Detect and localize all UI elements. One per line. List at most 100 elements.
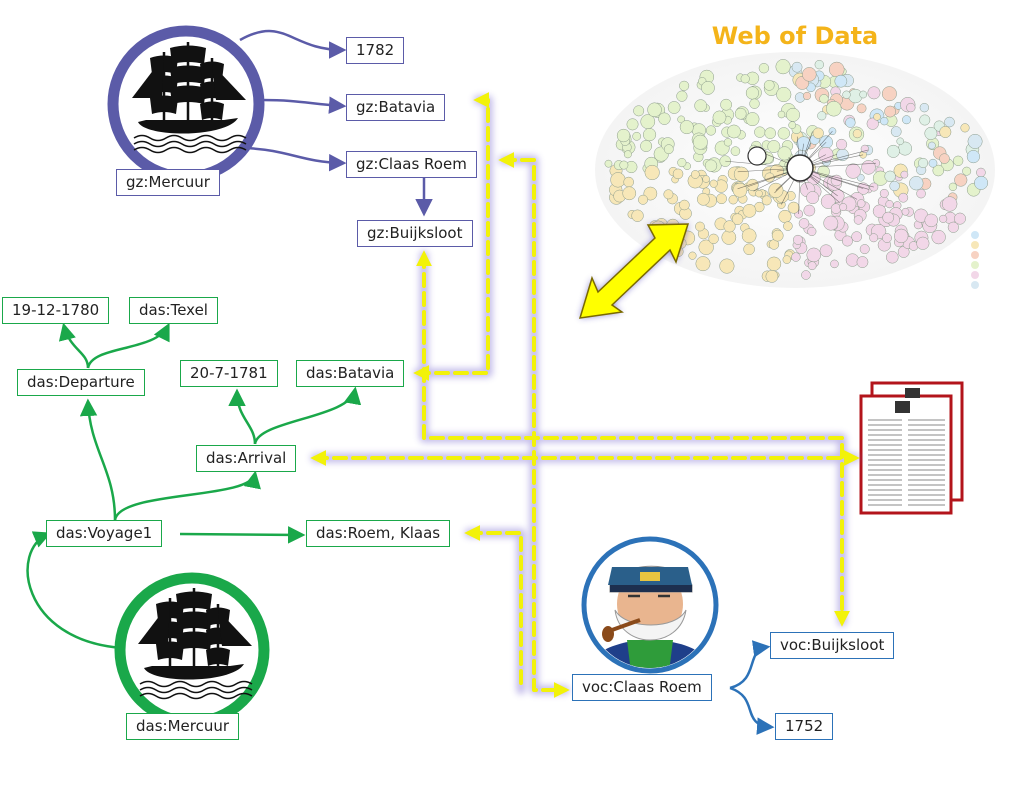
das-arrival-date-node[interactable]: 20-7-1781 (180, 360, 278, 387)
gz-edges (239, 29, 433, 217)
cloud-dataset-node (826, 100, 842, 117)
cloud-dataset-node (786, 107, 800, 122)
cloud-dataset-node (885, 200, 894, 209)
cloud-dataset-node (663, 144, 674, 155)
gz-year-node[interactable]: 1782 (346, 37, 405, 64)
cloud-dataset-node (812, 127, 824, 139)
cloud-dataset-node (771, 229, 784, 242)
cloud-dataset-node (924, 126, 938, 140)
link-das-roem-voc-claas-roem (464, 525, 523, 692)
newspaper-icon (859, 381, 964, 515)
cloud-dataset-node (777, 110, 786, 119)
das-ship-label[interactable]: das:Mercuur (126, 713, 240, 740)
cloud-dataset-node (720, 98, 732, 111)
cloud-dataset-node (679, 80, 690, 91)
cloud-dataset-node (823, 215, 839, 231)
voc-buijksloot-node[interactable]: voc:Buijksloot (770, 632, 895, 659)
cloud-dataset-node (640, 140, 653, 152)
cloud-dataset-node (974, 175, 989, 190)
cloud-dataset-node (787, 201, 800, 214)
cloud-dataset-node (623, 176, 634, 188)
cloud-dataset-node (886, 250, 899, 264)
cloud-dataset-node (820, 194, 836, 209)
cloud-dataset-node (733, 166, 749, 182)
cloud-dataset-node (755, 189, 763, 198)
cloud-dataset-node (763, 79, 775, 91)
das-ship-icon (114, 572, 270, 728)
cloud-dataset-node (836, 138, 848, 150)
cloud-dataset-node (692, 134, 708, 150)
cloud-dataset-node (869, 233, 879, 243)
cloud-dataset-node (896, 137, 904, 146)
cloud-dataset-node (775, 59, 791, 75)
gz-ship-label[interactable]: gz:Mercuur (116, 169, 220, 196)
cloud-dataset-node (667, 101, 681, 114)
cloud-dataset-node (731, 213, 744, 225)
cloud-dataset-node (939, 214, 948, 223)
cloud-dataset-node (932, 164, 945, 177)
gz-claas-roem-node[interactable]: gz:Claas Roem (346, 151, 477, 178)
cloud-dataset-node (672, 168, 684, 180)
cloud-dataset-node (819, 244, 833, 258)
gz-batavia-node[interactable]: gz:Batavia (346, 94, 446, 121)
cloud-dataset-node (727, 124, 741, 139)
cloud-dataset-node (919, 114, 931, 126)
gz-buijksloot-node[interactable]: gz:Buijksloot (357, 220, 473, 247)
cloud-dataset-node (919, 102, 930, 113)
cloud-dataset-node (872, 204, 887, 218)
cloud-dataset-node (901, 207, 910, 216)
cloud-dataset-node (834, 74, 848, 88)
cloud-dataset-node (829, 61, 845, 78)
cloud-dataset-node (845, 253, 860, 267)
cloud-dataset-node (882, 211, 895, 224)
captain-icon (581, 536, 719, 674)
cloud-dataset-node (749, 98, 760, 109)
cloud-dataset-node (830, 259, 839, 269)
cloud-dataset-node (782, 255, 792, 264)
cloud-dataset-node (806, 191, 820, 205)
cloud-dataset-node (960, 123, 970, 133)
lod-cloud-icon (595, 52, 995, 289)
cloud-dataset-node (906, 102, 916, 113)
das-roem-klaas-node[interactable]: das:Roem, Klaas (306, 520, 451, 547)
cloud-dataset-node (791, 252, 801, 262)
cloud-dataset-node (679, 120, 694, 135)
diagram-title: Web of Data (712, 22, 879, 50)
cloud-dataset-node (880, 117, 889, 126)
das-texel-node[interactable]: das:Texel (129, 297, 218, 324)
cloud-dataset-node (767, 140, 781, 153)
cloud-dataset-node (954, 212, 966, 225)
das-voyage-node[interactable]: das:Voyage1 (46, 520, 163, 547)
cloud-dataset-node (928, 141, 936, 150)
cloud-dataset-node (898, 192, 909, 203)
cloud-dataset-node (728, 195, 738, 205)
cloud-dataset-node (758, 63, 770, 74)
cloud-dataset-node (694, 99, 708, 113)
cloud-dataset-node (806, 247, 822, 263)
cloud-dataset-node (853, 215, 864, 225)
cloud-dataset-node (623, 150, 632, 159)
cloud-dataset-node (928, 158, 938, 168)
cloud-dataset-node (860, 144, 870, 154)
das-edges (26, 322, 362, 650)
gz-ship-icon (107, 25, 265, 183)
cloud-dataset-node (702, 175, 710, 183)
cloud-dataset-node (793, 234, 803, 245)
cloud-dataset-node (777, 127, 790, 140)
cloud-dataset-node (742, 203, 757, 218)
voc-claas-roem-node[interactable]: voc:Claas Roem (572, 674, 712, 701)
das-departure-node[interactable]: das:Departure (17, 369, 145, 396)
cloud-dataset-node (817, 111, 827, 121)
cloud-dataset-node (695, 256, 711, 272)
voc-year-node[interactable]: 1752 (775, 713, 834, 740)
cloud-dataset-node (647, 102, 662, 118)
cloud-dataset-node (619, 160, 629, 170)
das-departure-date-node[interactable]: 19-12-1780 (2, 297, 110, 324)
das-arrival-node[interactable]: das:Arrival (196, 445, 297, 472)
cloud-dataset-node (954, 173, 968, 187)
cloud-dataset-node (788, 121, 797, 129)
das-batavia-node[interactable]: das:Batavia (296, 360, 405, 387)
cloud-dataset-node (705, 125, 717, 136)
cloud-legend (971, 231, 979, 289)
